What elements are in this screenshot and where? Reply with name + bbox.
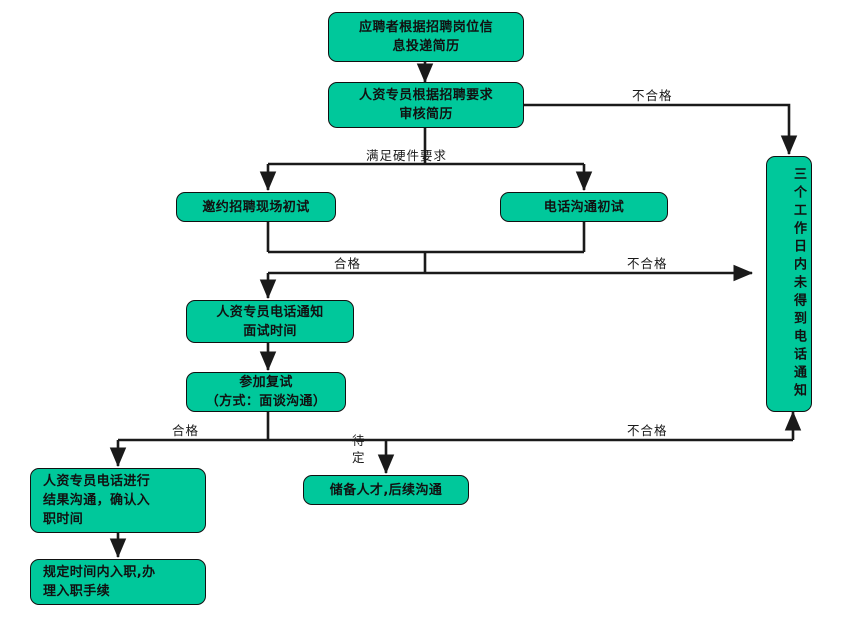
node-hr-confirm-onboard-time[interactable]: 人资专员电话进行 结果沟通，确认入 职时间 bbox=[30, 468, 206, 533]
node-label: 人资专员电话通知 面试时间 bbox=[216, 304, 324, 339]
edge-label-unqualified-first: 不合格 bbox=[627, 256, 668, 271]
node-hr-notify-interview-time[interactable]: 人资专员电话通知 面试时间 bbox=[186, 300, 354, 343]
node-label: 人资专员根据招聘要求 审核简历 bbox=[358, 88, 493, 122]
node-phone-first-interview[interactable]: 电话沟通初试 bbox=[500, 192, 668, 222]
node-talent-pool-followup[interactable]: 储备人才,后续沟通 bbox=[303, 475, 469, 505]
node-onsite-first-interview[interactable]: 邀约招聘现场初试 bbox=[176, 192, 336, 222]
edge-label-unqualified-top: 不合格 bbox=[632, 88, 673, 103]
node-label: 三个工作日内未得到电话通知 bbox=[791, 167, 806, 401]
edge-label-unqualified-second: 不合格 bbox=[627, 423, 668, 438]
node-label: 规定时间内入职,办 理入职手续 bbox=[43, 565, 156, 599]
edge-label-pending: 待 定 bbox=[352, 433, 366, 465]
edge-label-qualified-second: 合格 bbox=[172, 423, 200, 438]
node-label: 人资专员电话进行 结果沟通，确认入 职时间 bbox=[43, 474, 151, 527]
node-label: 邀约招聘现场初试 bbox=[202, 199, 310, 215]
edge-label-qualified-first: 合格 bbox=[334, 256, 362, 271]
node-attend-second-interview[interactable]: 参加复试 （方式：面谈沟通） bbox=[186, 372, 346, 412]
node-label: 参加复试 （方式：面谈沟通） bbox=[205, 375, 327, 409]
node-no-call-within-three-days[interactable]: 三个工作日内未得到电话通知 bbox=[766, 156, 812, 412]
node-candidate-submit-resume[interactable]: 应聘者根据招聘岗位信 息投递简历 bbox=[328, 12, 524, 62]
node-label: 应聘者根据招聘岗位信 息投递简历 bbox=[358, 20, 493, 54]
node-onboard-procedures[interactable]: 规定时间内入职,办 理入职手续 bbox=[30, 559, 206, 605]
node-label: 电话沟通初试 bbox=[543, 199, 625, 215]
edge-label-meets-requirements: 满足硬件要求 bbox=[366, 148, 448, 163]
node-label: 储备人才,后续沟通 bbox=[329, 482, 443, 498]
node-hr-review-resume[interactable]: 人资专员根据招聘要求 审核简历 bbox=[328, 82, 524, 128]
